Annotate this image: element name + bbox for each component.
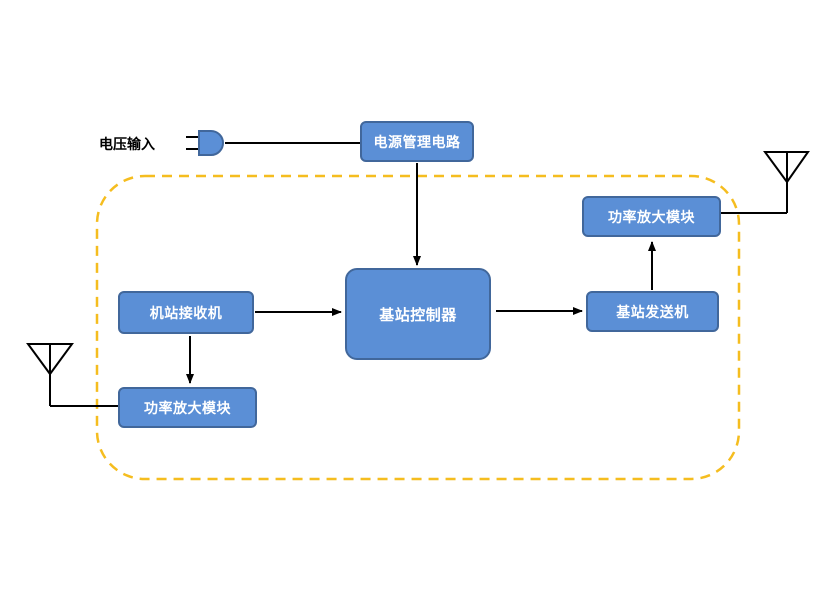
voltage-input-label: 电压输入 <box>99 137 155 153</box>
amp-top-block: 功率放大模块 <box>582 196 721 237</box>
antenna-icon <box>720 151 810 214</box>
base-controller-block: 基站控制器 <box>345 268 491 360</box>
plug-icon <box>186 130 224 156</box>
antenna-icon <box>26 343 119 407</box>
receiver-block: 机站接收机 <box>118 291 254 334</box>
power-management-block: 电源管理电路 <box>360 121 474 162</box>
transmitter-block: 基站发送机 <box>586 291 719 332</box>
amp-bottom-block: 功率放大模块 <box>118 387 257 428</box>
